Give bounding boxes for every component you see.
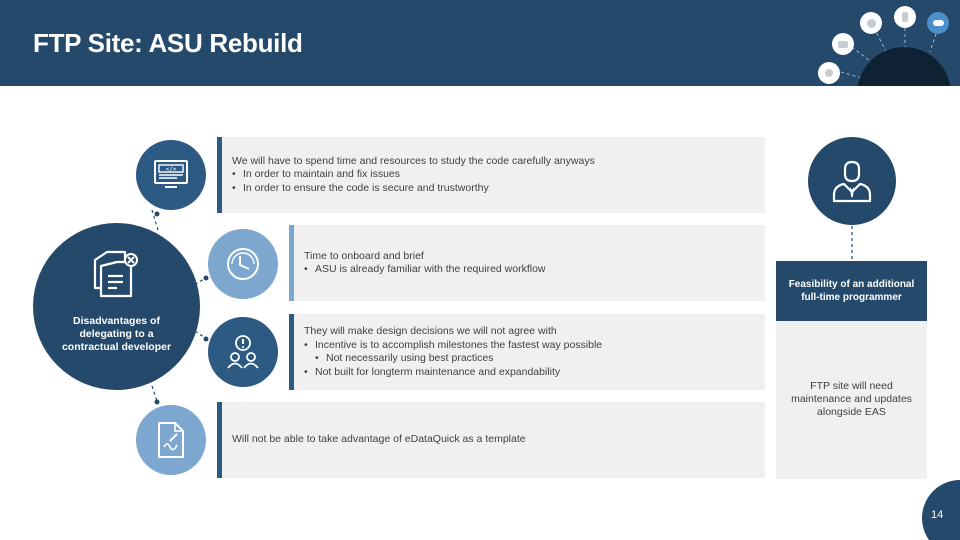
- header-connector-lines: [840, 22, 939, 79]
- clock-icon: [227, 248, 259, 280]
- item-2-bullets: ASU is already familiar with the require…: [304, 263, 765, 277]
- item-2-icon-circle: [208, 229, 278, 299]
- item-4-box: Will not be able to take advantage of eD…: [217, 402, 765, 478]
- feasibility-heading: Feasibility of an additional full-time p…: [776, 261, 927, 321]
- user-icon: [818, 62, 840, 84]
- hub-label: Disadvantages of delegating to a contrac…: [61, 315, 172, 353]
- sun-icon: [860, 12, 882, 34]
- item-4-text: Will not be able to take advantage of eD…: [232, 433, 526, 446]
- mobile-icon: [894, 6, 916, 28]
- item-3-bullets: Incentive is to accomplish milestones th…: [304, 339, 765, 380]
- item-1-icon-circle: </>: [136, 140, 206, 210]
- slide-title: FTP Site: ASU Rebuild: [33, 28, 303, 58]
- person-tie-icon: [832, 160, 872, 203]
- document-edit-icon: [158, 422, 184, 458]
- item-1-bullet: In order to maintain and fix issues: [232, 168, 765, 182]
- item-1-bullet: In order to ensure the code is secure an…: [232, 182, 765, 196]
- page-number: 14: [931, 509, 944, 521]
- feasibility-icon-circle: [808, 137, 896, 225]
- disadvantages-hub: Disadvantages of delegating to a contrac…: [33, 223, 200, 390]
- item-3-bullet: Incentive is to accomplish milestones th…: [304, 339, 765, 353]
- item-4-icon-circle: [136, 405, 206, 475]
- document-error-icon: [93, 250, 138, 298]
- item-3-bullet: Not built for longterm maintenance and e…: [304, 366, 765, 380]
- item-3-box: They will make design decisions we will …: [289, 314, 765, 390]
- item-1-text: We will have to spend time and resources…: [232, 154, 595, 167]
- item-1-bullets: In order to maintain and fix issues In o…: [232, 168, 765, 195]
- item-1-box: We will have to spend time and resources…: [217, 137, 765, 213]
- item-2-bullet: ASU is already familiar with the require…: [304, 263, 765, 277]
- cloud-http-icon: [927, 12, 949, 34]
- item-2-box: Time to onboard and brief ASU is already…: [289, 225, 765, 301]
- code-monitor-icon: </>: [154, 160, 188, 188]
- printer-icon: [832, 33, 854, 55]
- item-2-text: Time to onboard and brief: [304, 249, 424, 262]
- feasibility-body: FTP site will need maintenance and updat…: [776, 321, 927, 479]
- warning-people-icon: [227, 335, 259, 369]
- item-3-sub-bullet: Not necessarily using best practices: [304, 352, 765, 366]
- item-3-text: They will make design decisions we will …: [304, 325, 557, 337]
- slide-header: FTP Site: ASU Rebuild: [0, 0, 960, 86]
- item-3-icon-circle: [208, 317, 278, 387]
- svg-text:</>: </>: [166, 166, 177, 173]
